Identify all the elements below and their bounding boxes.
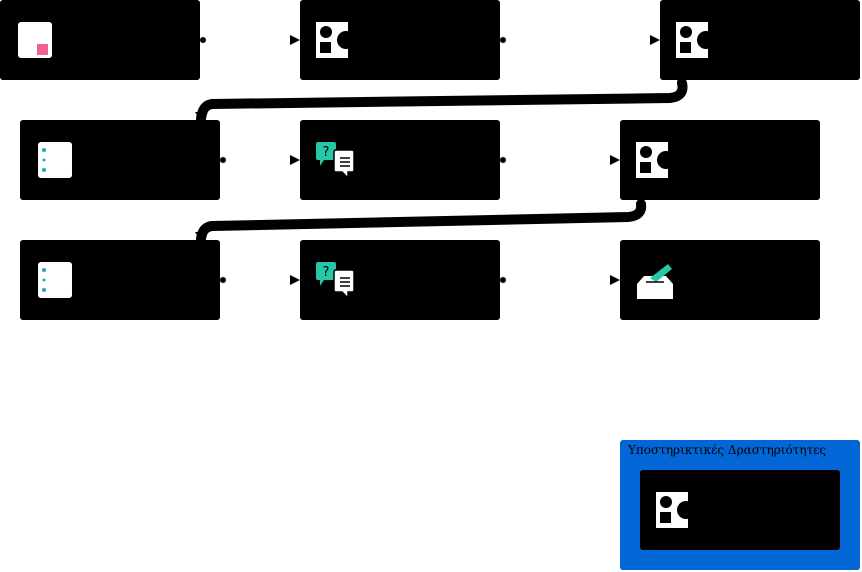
shapes-icon	[316, 22, 355, 58]
page-icon	[18, 22, 52, 58]
shapes-icon	[656, 492, 695, 528]
activity-node-1[interactable]	[0, 0, 200, 80]
svg-text:?: ?	[323, 145, 330, 160]
svg-text:?: ?	[323, 265, 330, 280]
list-icon	[38, 262, 72, 298]
activity-node-7[interactable]	[20, 240, 220, 320]
support-panel-title: Υποστηρικτικές Δραστηριότητες	[628, 443, 827, 457]
discussion-icon: ?	[316, 142, 355, 180]
connector-n6-n7	[195, 199, 647, 244]
activity-node-2[interactable]	[300, 0, 500, 80]
activity-node-6[interactable]	[620, 120, 820, 200]
connector-n3-n4	[195, 78, 688, 124]
connector-n5-n6	[500, 155, 620, 165]
submit-icon	[637, 264, 673, 299]
activity-node-5[interactable]: ?	[300, 120, 500, 200]
connector-n7-n8	[220, 275, 300, 285]
activity-node-4[interactable]	[20, 120, 220, 200]
connector-n4-n5	[220, 155, 300, 165]
list-icon	[38, 142, 72, 178]
activity-node-8[interactable]: ?	[300, 240, 500, 320]
support-activities-panel: Υποστηρικτικές Δραστηριότητες	[620, 440, 860, 570]
shapes-icon	[636, 142, 675, 178]
support-activity-node-1[interactable]	[640, 470, 840, 550]
discussion-icon: ?	[316, 262, 355, 300]
connector-n1-n2	[200, 35, 300, 45]
shapes-icon	[676, 22, 715, 58]
activity-node-9[interactable]	[620, 240, 820, 320]
activity-node-3[interactable]	[660, 0, 860, 80]
connector-n8-n9	[500, 275, 620, 285]
connector-n2-n3	[500, 35, 660, 45]
